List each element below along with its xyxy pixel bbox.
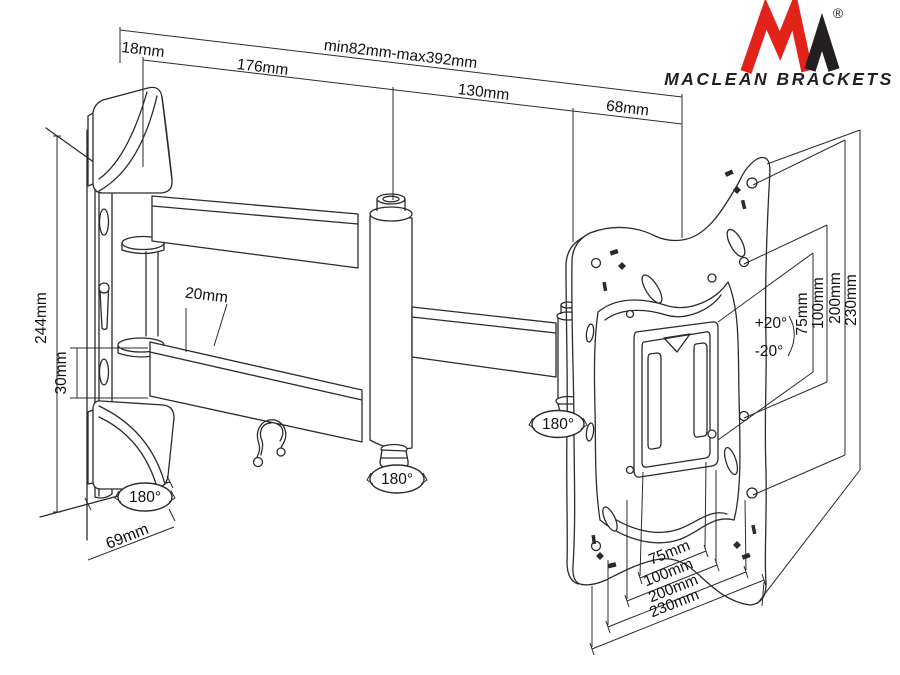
vesa-v-230: 230mm <box>843 274 860 326</box>
upper-arm <box>151 195 359 269</box>
vesa-v-200: 200mm <box>827 272 844 324</box>
adapter-window-inner <box>641 331 711 468</box>
logo-m-black <box>804 12 840 72</box>
vesa-vertical-dims: 75mm 100mm 200mm 230mm <box>717 129 861 605</box>
link-arm <box>411 306 557 378</box>
rail-slot <box>98 358 110 386</box>
swivel-wall-angle: 180° <box>129 489 161 506</box>
hinge-barrel <box>145 251 159 337</box>
dim-arm-height: 30mm <box>53 351 70 394</box>
pivot-top-nub <box>376 193 406 205</box>
dim-plate-height: 244mm <box>33 292 50 344</box>
dim-first-arm: 176mm <box>236 56 289 79</box>
dim-244-line <box>53 135 61 513</box>
window-slot-left <box>647 352 662 450</box>
window-slot-right <box>693 342 708 438</box>
vesa-v-100: 100mm <box>810 277 827 329</box>
tilt-up-angle: +20° <box>755 315 788 332</box>
top-dim-extensions <box>119 27 683 242</box>
vesa-v-75: 75mm <box>794 292 811 335</box>
adapter-window-outer <box>633 321 719 478</box>
registered-trademark-icon: ® <box>833 5 844 21</box>
swivel-middle-badge: 180° <box>366 464 428 494</box>
swivel-plate-badge: 180° <box>528 409 588 439</box>
maclean-logo: ® MACLEAN BRACKETS <box>664 0 894 89</box>
tilt-annotation: +20° -20° <box>755 315 795 360</box>
bottom-cover <box>92 400 175 490</box>
cable-hook-right-curl-inner <box>276 423 284 442</box>
top-dim-lines <box>119 29 683 125</box>
swivel-middle-angle: 180° <box>381 471 413 488</box>
vesa-plate <box>565 156 771 606</box>
bottom-cover-contours <box>98 405 166 488</box>
link-arm-edge <box>411 316 557 334</box>
plate-oval-cutouts <box>602 228 746 532</box>
spring-covers <box>87 86 175 490</box>
dim-69-band <box>84 475 176 561</box>
cable-hooks <box>252 419 287 468</box>
lower-arm <box>149 341 363 443</box>
bottom-cover-side <box>87 409 94 485</box>
plate-inner-contour-2 <box>603 294 728 534</box>
tilt-down-angle: -20° <box>755 343 784 360</box>
top-cover <box>92 86 173 194</box>
articulating-arms <box>149 193 581 469</box>
rail-slot <box>98 208 110 236</box>
lower-arm-edge <box>149 351 363 401</box>
plate-holes <box>585 177 758 552</box>
pivot-nub-side <box>376 199 406 211</box>
swivel-wall-badge: 180° <box>114 482 176 512</box>
dimension-annotations: 18mm 176mm min82mm-max392mm 130mm 68mm 2… <box>33 27 861 656</box>
logo-m-red <box>740 0 813 74</box>
rail-keyhole <box>98 282 110 330</box>
dim-plate-offset: 68mm <box>605 98 650 120</box>
window-arrow <box>663 333 691 353</box>
pivot-column <box>369 215 413 450</box>
brand-name: MACLEAN BRACKETS <box>664 69 894 89</box>
cable-hook-left-curl-inner <box>259 422 272 456</box>
plate-inner-contour <box>593 281 741 544</box>
pivot-top-cap <box>369 206 413 222</box>
hinge-disc-top-side <box>121 242 165 255</box>
dim-wall-plate-depth: 18mm <box>121 39 166 61</box>
hook-ball <box>276 447 286 457</box>
dim-arm-thickness: 20mm <box>184 285 229 307</box>
dim-30-line <box>70 347 148 399</box>
top-cover-side <box>87 112 94 187</box>
cable-hook-left-curl <box>256 419 276 459</box>
swivel-plate-angle: 180° <box>542 416 574 433</box>
upper-arm-edge <box>151 205 359 225</box>
dim-second-arm: 130mm <box>457 81 510 104</box>
dim-20-leaders <box>185 303 228 352</box>
plate-corner-marks <box>591 169 757 569</box>
pivot-top-nub-inner <box>382 195 400 203</box>
hook-ball <box>252 456 264 468</box>
